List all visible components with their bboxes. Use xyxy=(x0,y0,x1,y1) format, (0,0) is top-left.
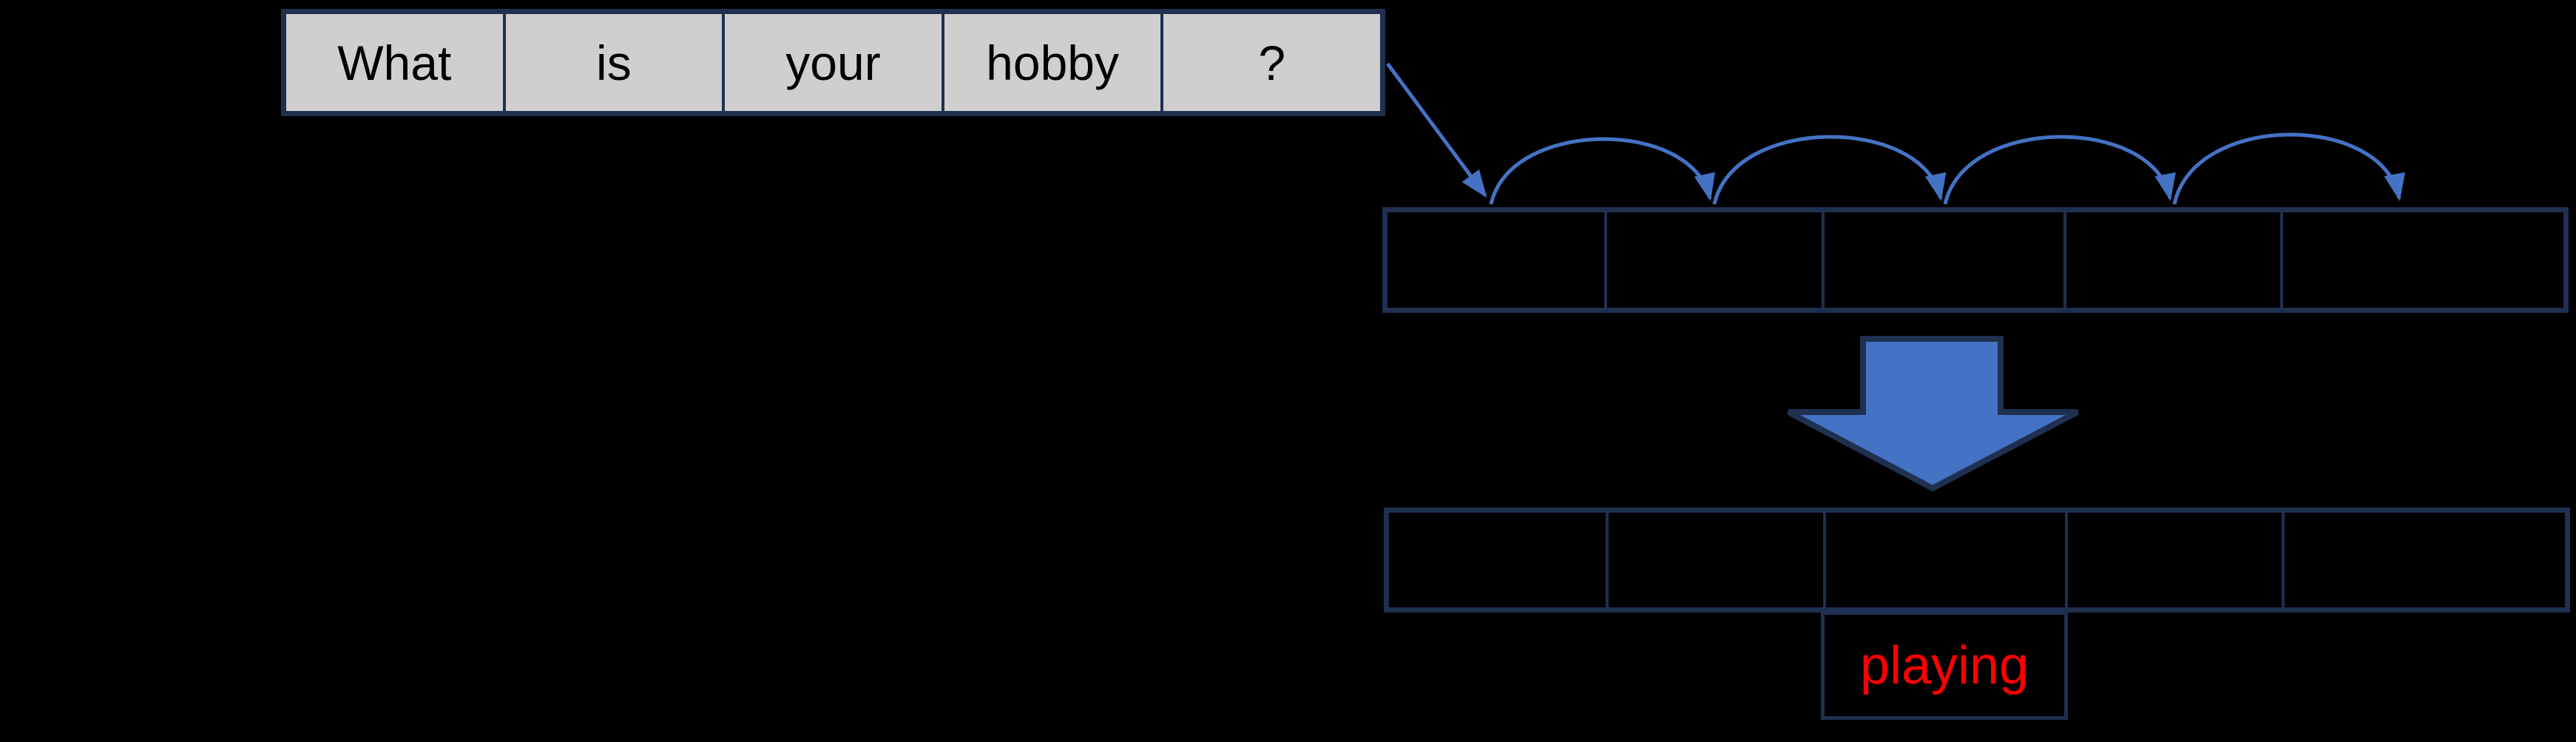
block-down-arrow-icon xyxy=(1787,336,2079,492)
encoder-cell-2 xyxy=(1604,212,1821,308)
encoder-cell-1 xyxy=(1387,212,1604,308)
word-label-3: your xyxy=(785,35,881,90)
word-cell-5: ? xyxy=(1160,14,1380,111)
decoder-cell-5 xyxy=(2282,513,2565,607)
encoder-cell-4 xyxy=(2063,212,2280,308)
encoder-cell-3 xyxy=(1821,212,2063,308)
word-label-1: What xyxy=(337,35,452,90)
sentence-row: What is your hobby ? xyxy=(281,9,1385,116)
decoder-row xyxy=(1384,507,2570,613)
hop-arc-icon-4 xyxy=(2172,132,2406,205)
word-label-4: hobby xyxy=(986,35,1119,90)
word-cell-1: What xyxy=(286,14,503,111)
decoder-cell-2 xyxy=(1606,513,1822,607)
word-cell-3: your xyxy=(722,14,942,111)
encoder-row xyxy=(1382,207,2569,313)
hop-arc-icon-3 xyxy=(1943,135,2176,205)
decoder-cell-4 xyxy=(2064,513,2282,607)
decoder-cell-3 xyxy=(1822,513,2065,607)
word-cell-4: hobby xyxy=(941,14,1161,111)
output-word-box: playing xyxy=(1821,611,2068,720)
decoder-cell-1 xyxy=(1389,513,1606,607)
encoder-cell-5 xyxy=(2280,212,2563,308)
word-cell-2: is xyxy=(502,14,723,111)
connector-arrow-icon xyxy=(1385,62,1487,198)
output-word-label: playing xyxy=(1859,635,2029,695)
hop-arc-icon-1 xyxy=(1489,137,1715,205)
word-label-5: ? xyxy=(1258,35,1286,90)
word-label-2: is xyxy=(596,35,632,90)
hop-arc-icon-2 xyxy=(1712,135,1947,205)
